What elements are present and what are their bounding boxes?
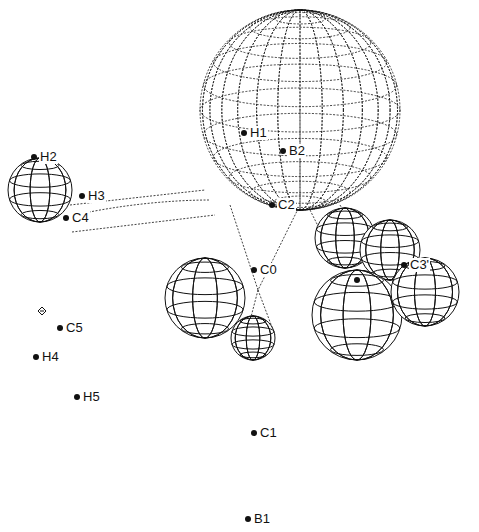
atom-label: C0 xyxy=(259,263,278,277)
origin-marker xyxy=(38,307,46,315)
wireframe-sphere xyxy=(165,258,245,338)
atom-label: B2 xyxy=(288,144,306,158)
wireframe-sphere xyxy=(200,10,400,210)
atom-label: B1 xyxy=(253,512,271,526)
atom-dot xyxy=(31,130,407,522)
wireframe-sphere xyxy=(391,258,459,326)
atom-label: C2 xyxy=(277,198,296,212)
atom-label: C5 xyxy=(65,321,84,335)
atom-label: H3 xyxy=(87,189,106,203)
atom-label: C3' xyxy=(409,258,430,272)
atom-label: C4 xyxy=(71,211,90,225)
wireframe-sphere xyxy=(8,158,72,222)
atom-label: H2 xyxy=(39,150,58,164)
atom-label: H4 xyxy=(41,350,60,364)
atom-label: C1 xyxy=(259,426,278,440)
atom-label: H1 xyxy=(249,126,268,140)
wireframe-sphere xyxy=(231,316,275,360)
wireframe-sphere xyxy=(312,270,402,360)
atom-label: H5 xyxy=(82,390,101,404)
